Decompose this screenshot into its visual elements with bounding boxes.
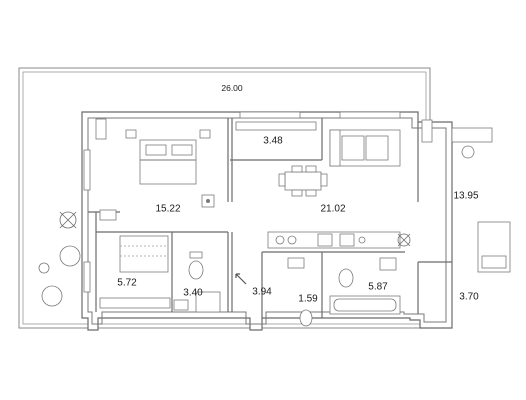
wardrobe-icon	[99, 235, 171, 309]
terrace-area-label: 26.00	[221, 83, 243, 93]
kitchen-counter-icon	[267, 231, 401, 249]
dressing-area-label: 5.72	[117, 277, 137, 289]
storage-area-label: 3.48	[263, 135, 283, 147]
dining-table-icon	[278, 165, 328, 197]
hall-area-label: 3.94	[252, 286, 272, 298]
bed-icon	[125, 129, 211, 185]
entrance-arrow-icon	[235, 273, 247, 285]
bedroom2-area-label: 13.95	[453, 190, 479, 202]
sink-icon	[173, 299, 189, 311]
plant-icon	[397, 233, 411, 247]
desk-icon	[201, 194, 215, 208]
shower-icon	[195, 291, 221, 313]
bath2-toilet-icon	[338, 257, 397, 288]
living-area-label: 21.02	[320, 203, 346, 215]
bed2-icon	[477, 221, 511, 273]
desk2-icon	[451, 127, 493, 159]
side-table-icon	[38, 262, 50, 274]
tree-icon	[59, 211, 77, 229]
bathtub-icon	[329, 295, 401, 315]
toilet-icon	[188, 251, 204, 280]
dressing2-area-label: 3.70	[459, 291, 479, 303]
windows	[83, 111, 433, 293]
wc-toilet-icon	[287, 257, 313, 327]
wc-area-label: 1.59	[298, 293, 318, 305]
chair-icon	[99, 209, 117, 221]
sofa-icon	[329, 129, 401, 167]
shelf-icon	[235, 121, 317, 131]
bath2-area-label: 5.87	[368, 281, 388, 293]
armchair-icon	[41, 245, 81, 307]
bedroom-area-label: 15.22	[155, 203, 181, 215]
bath1-area-label: 3.40	[183, 287, 203, 299]
